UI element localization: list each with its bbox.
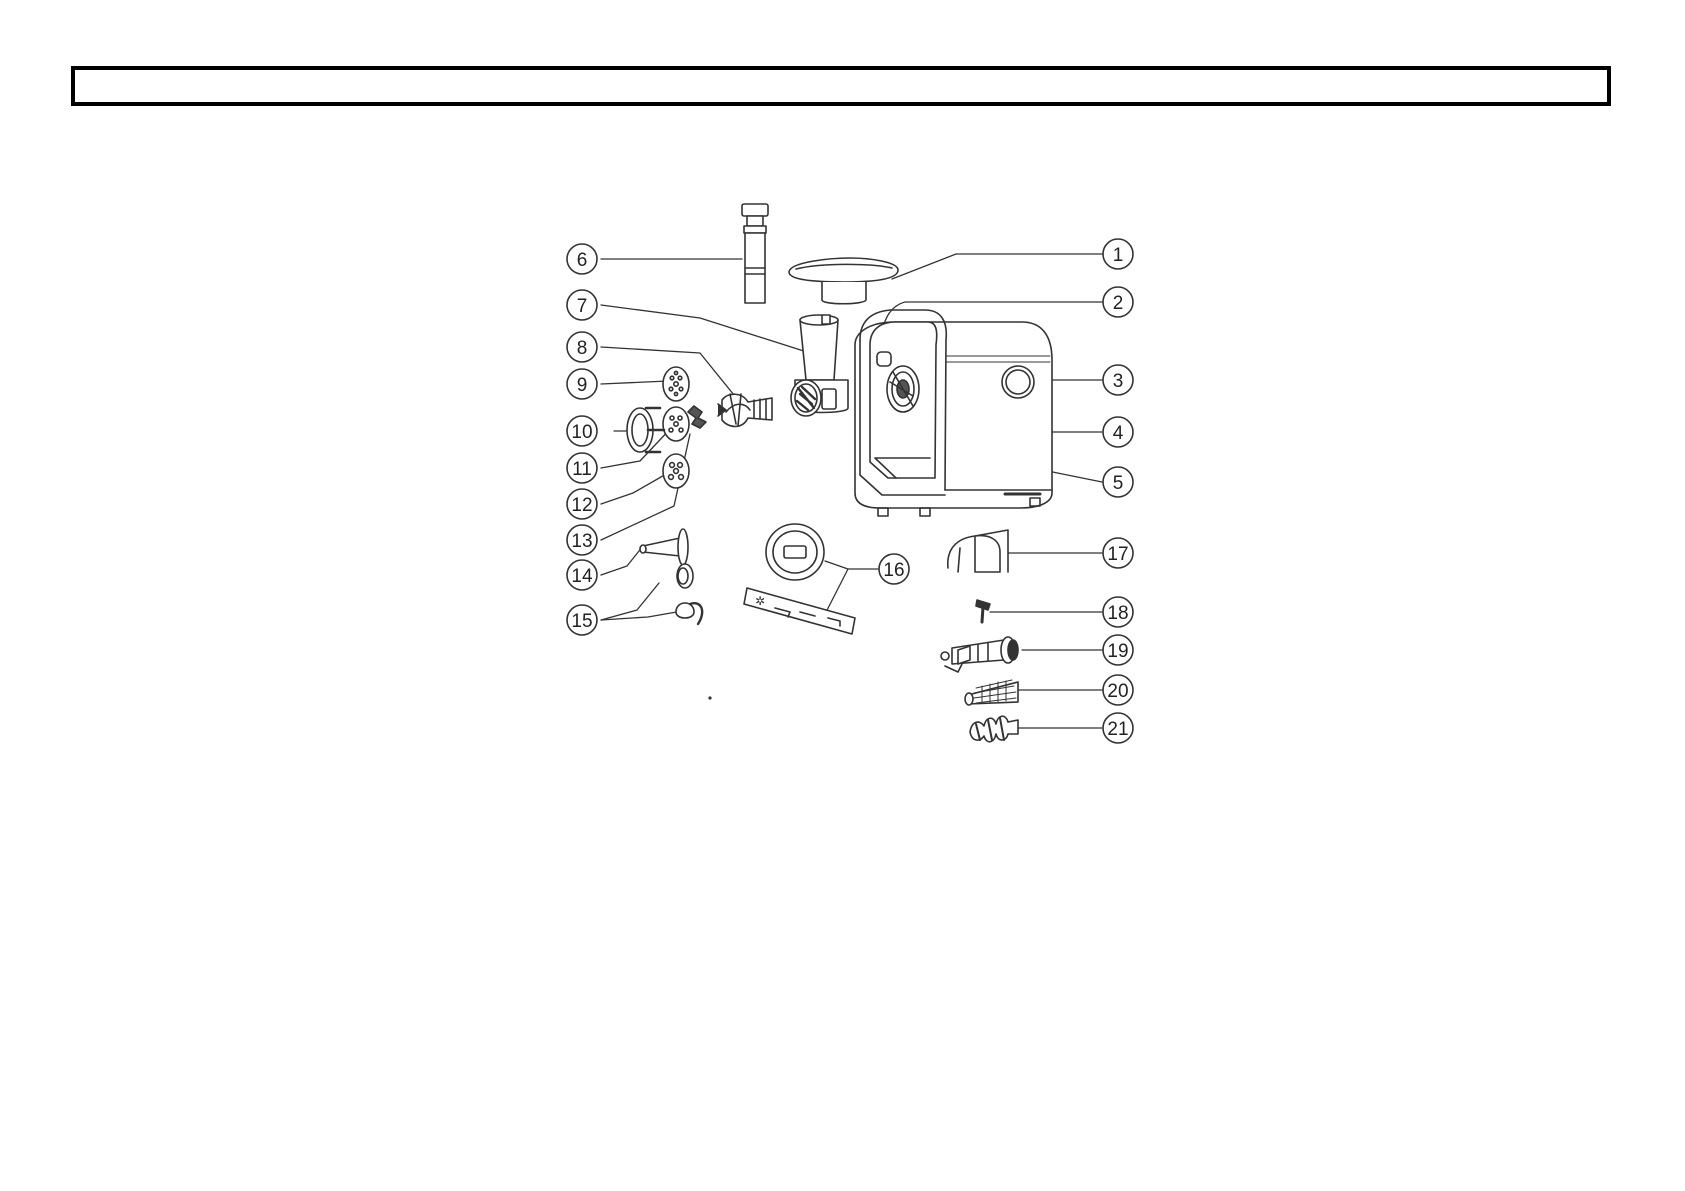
sausage-attachment-part [640,529,688,565]
kibbe-attachment-part [676,564,702,624]
food-pusher-part [742,204,768,303]
svg-text:6: 6 [577,250,588,271]
juicer-screw-part [970,716,1018,742]
svg-text:2: 2 [1113,293,1124,314]
callout-8: 8 [567,332,597,362]
svg-text:5: 5 [1113,473,1124,494]
callout-10: 10 [567,416,597,446]
svg-text:15: 15 [571,611,592,632]
svg-text:12: 12 [571,495,592,516]
callout-17: 17 [1103,538,1133,568]
svg-text:17: 17 [1107,544,1128,565]
svg-text:18: 18 [1107,603,1128,624]
svg-text:3: 3 [1113,371,1124,392]
svg-text:9: 9 [577,375,588,396]
callout-3: 3 [1103,365,1133,395]
svg-text:16: 16 [883,560,904,581]
grinder-head-part [791,315,848,416]
callout-13: 13 [567,525,597,555]
filter-part [965,680,1018,705]
svg-text:7: 7 [577,296,588,317]
cutting-plate-9-part [663,367,689,401]
svg-text:8: 8 [577,338,588,359]
callout-19: 19 [1103,635,1133,665]
cover-part [948,530,1008,572]
callout-5: 5 [1103,467,1133,497]
callout-20: 20 [1103,675,1133,705]
svg-text:13: 13 [571,531,592,552]
motor-housing-part [855,310,1052,516]
tray-part [789,258,898,304]
callout-1: 1 [1103,239,1133,269]
callout-9: 9 [567,369,597,399]
callout-2: 2 [1103,287,1133,317]
svg-text:21: 21 [1107,719,1128,740]
svg-text:14: 14 [571,566,593,587]
svg-text:4: 4 [1113,423,1124,444]
svg-text:11: 11 [572,459,592,480]
callout-21: 21 [1103,713,1133,743]
spanner-part: ✲ [744,524,855,634]
callout-14: 14 [567,560,597,590]
cutting-plate-12-part [663,454,689,488]
juicer-housing-part [941,637,1018,672]
parts: ✲ [627,204,1052,742]
cutting-plate-11-part [663,407,689,441]
svg-text:1: 1 [1113,245,1124,266]
callout-16: 16 [879,554,909,584]
callout-11: 11 [567,453,597,483]
callout-18: 18 [1103,597,1133,627]
feed-screw-part [718,394,772,427]
svg-text:10: 10 [571,422,592,443]
callout-4: 4 [1103,417,1133,447]
callout-15: 15 [567,605,597,635]
svg-text:✲: ✲ [755,594,765,608]
screw-part [976,600,990,622]
callout-12: 12 [567,489,597,519]
svg-text:20: 20 [1107,681,1128,702]
svg-text:19: 19 [1107,641,1128,662]
cutting-blade-part [688,406,706,428]
ring-nut-part [627,408,664,452]
callout-6: 6 [567,244,597,274]
callout-7: 7 [567,290,597,320]
